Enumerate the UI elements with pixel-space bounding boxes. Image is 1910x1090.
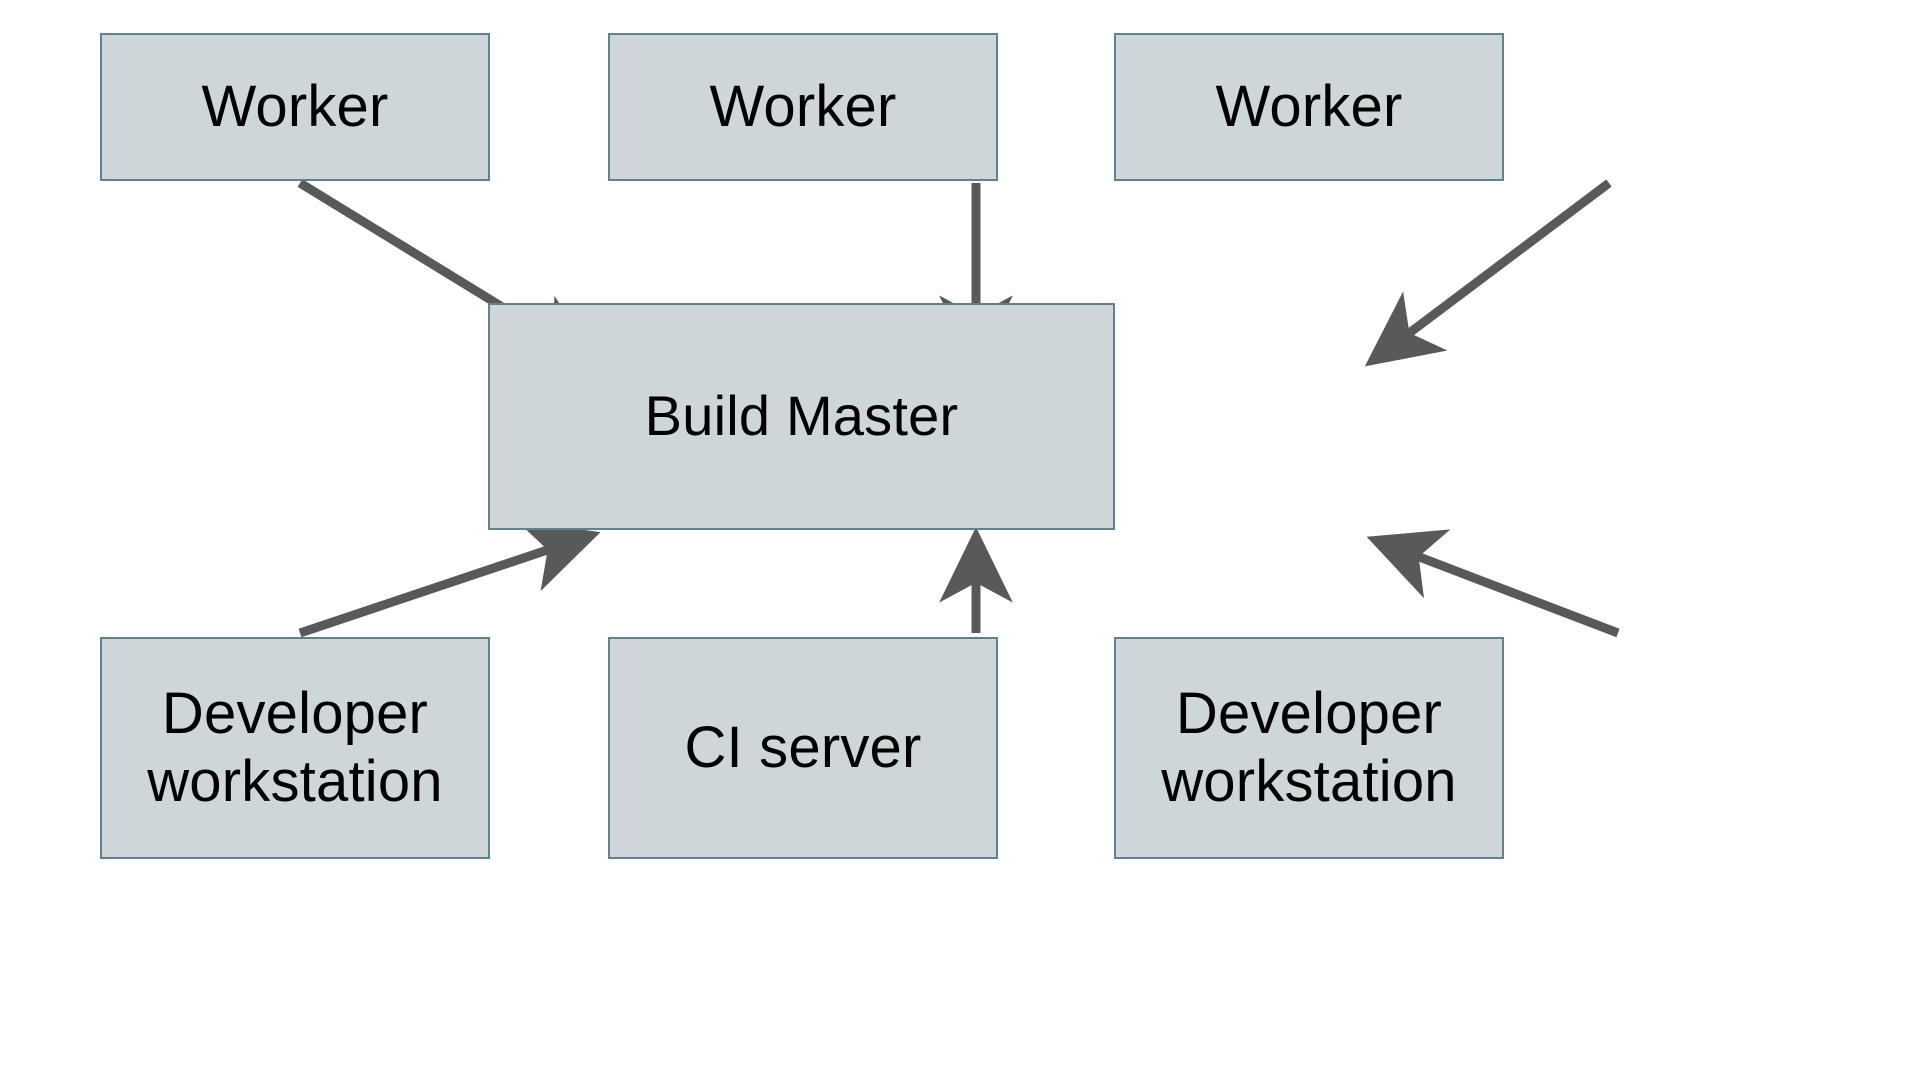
node-ci-server-label: CI server xyxy=(684,714,922,780)
edge-worker3-master xyxy=(1364,179,1612,367)
node-worker-2-label: Worker xyxy=(709,73,897,139)
node-developer-workstation-right-label: Developer workstation xyxy=(1161,680,1457,814)
node-developer-workstation-left[interactable]: Developer workstation xyxy=(100,637,490,859)
node-ci-server[interactable]: CI server xyxy=(608,637,998,859)
node-build-master-label: Build Master xyxy=(644,384,959,448)
node-worker-3[interactable]: Worker xyxy=(1114,33,1504,181)
node-developer-workstation-right[interactable]: Developer workstation xyxy=(1114,637,1504,859)
node-worker-1[interactable]: Worker xyxy=(100,33,490,181)
node-developer-workstation-left-label: Developer workstation xyxy=(147,680,443,814)
node-worker-3-label: Worker xyxy=(1215,73,1403,139)
node-worker-1-label: Worker xyxy=(201,73,389,139)
edge-devleft-master xyxy=(298,521,601,638)
node-worker-2[interactable]: Worker xyxy=(608,33,998,181)
node-build-master[interactable]: Build Master xyxy=(488,303,1115,530)
edge-devright-master xyxy=(1366,529,1620,638)
